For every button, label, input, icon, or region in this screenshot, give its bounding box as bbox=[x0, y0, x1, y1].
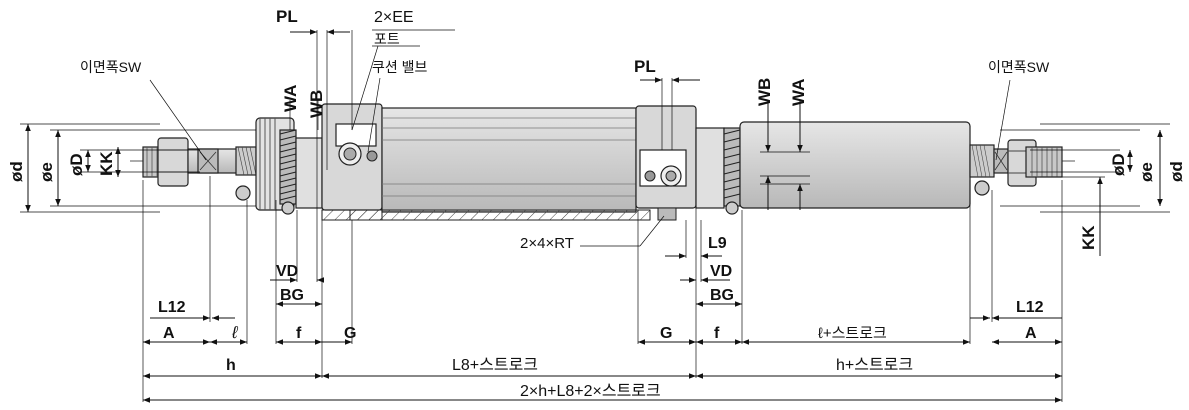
rod-cover-right bbox=[635, 105, 697, 221]
label-rt: 2×4×RT bbox=[520, 235, 574, 252]
label-ell-stroke: ℓ+스트로크 bbox=[818, 325, 887, 342]
label-pl-left: PL bbox=[276, 7, 298, 26]
label-bg-left: BG bbox=[280, 287, 304, 304]
label-a-right: A bbox=[1025, 325, 1037, 342]
label-h-left: h bbox=[226, 357, 236, 374]
label-l9: L9 bbox=[708, 235, 727, 252]
labels: PL 2×EE 포트 쿠션 밸브 이면폭SW 이면폭SW WA WB PL WB… bbox=[7, 7, 1186, 400]
cylinder-barrel bbox=[349, 107, 651, 221]
label-f-right: f bbox=[714, 325, 720, 342]
label-sw-left: 이면폭SW bbox=[80, 59, 142, 75]
dimension-lines bbox=[25, 29, 1163, 403]
label-total-length: 2×h+L8+2×스트로크 bbox=[520, 383, 661, 400]
label-oD-left: øD bbox=[67, 153, 86, 176]
label-a-left: A bbox=[163, 325, 175, 342]
label-wa-left: WA bbox=[281, 85, 300, 112]
label-oD-right: øD bbox=[1109, 153, 1128, 176]
label-ell-left: ℓ bbox=[231, 323, 238, 342]
right-rod-end bbox=[695, 121, 1063, 215]
label-oe-right: øe bbox=[1137, 162, 1156, 182]
label-kk-right: KK bbox=[1079, 225, 1098, 250]
label-od-left: ød bbox=[7, 161, 26, 182]
label-cushion-valve: 쿠션 밸브 bbox=[372, 59, 428, 75]
label-ee: 2×EE bbox=[374, 9, 414, 26]
label-bg-right: BG bbox=[710, 287, 734, 304]
label-wb-left: WB bbox=[307, 90, 326, 118]
label-g-right: G bbox=[660, 325, 672, 342]
label-port: 포트 bbox=[374, 31, 400, 47]
label-wb-right: WB bbox=[755, 78, 774, 106]
label-wa-right: WA bbox=[789, 79, 808, 106]
leader-lines bbox=[149, 29, 1011, 247]
label-sw-right: 이면폭SW bbox=[988, 59, 1050, 75]
label-pl-right: PL bbox=[634, 57, 656, 76]
label-h-stroke: h+스트로크 bbox=[836, 357, 913, 374]
label-l8-stroke: L8+스트로크 bbox=[452, 357, 538, 374]
label-l12-left: L12 bbox=[158, 299, 186, 316]
label-od-right: ød bbox=[1167, 161, 1186, 182]
label-oe-left: øe bbox=[37, 162, 56, 182]
label-vd-left: VD bbox=[276, 263, 298, 280]
label-l12-right: L12 bbox=[1016, 299, 1044, 316]
extension-lines bbox=[20, 30, 1170, 402]
label-f-left: f bbox=[296, 325, 302, 342]
label-vd-right: VD bbox=[710, 263, 732, 280]
label-kk-left: KK bbox=[97, 151, 116, 176]
label-g-left: G bbox=[344, 325, 356, 342]
left-rod-end bbox=[142, 117, 323, 215]
